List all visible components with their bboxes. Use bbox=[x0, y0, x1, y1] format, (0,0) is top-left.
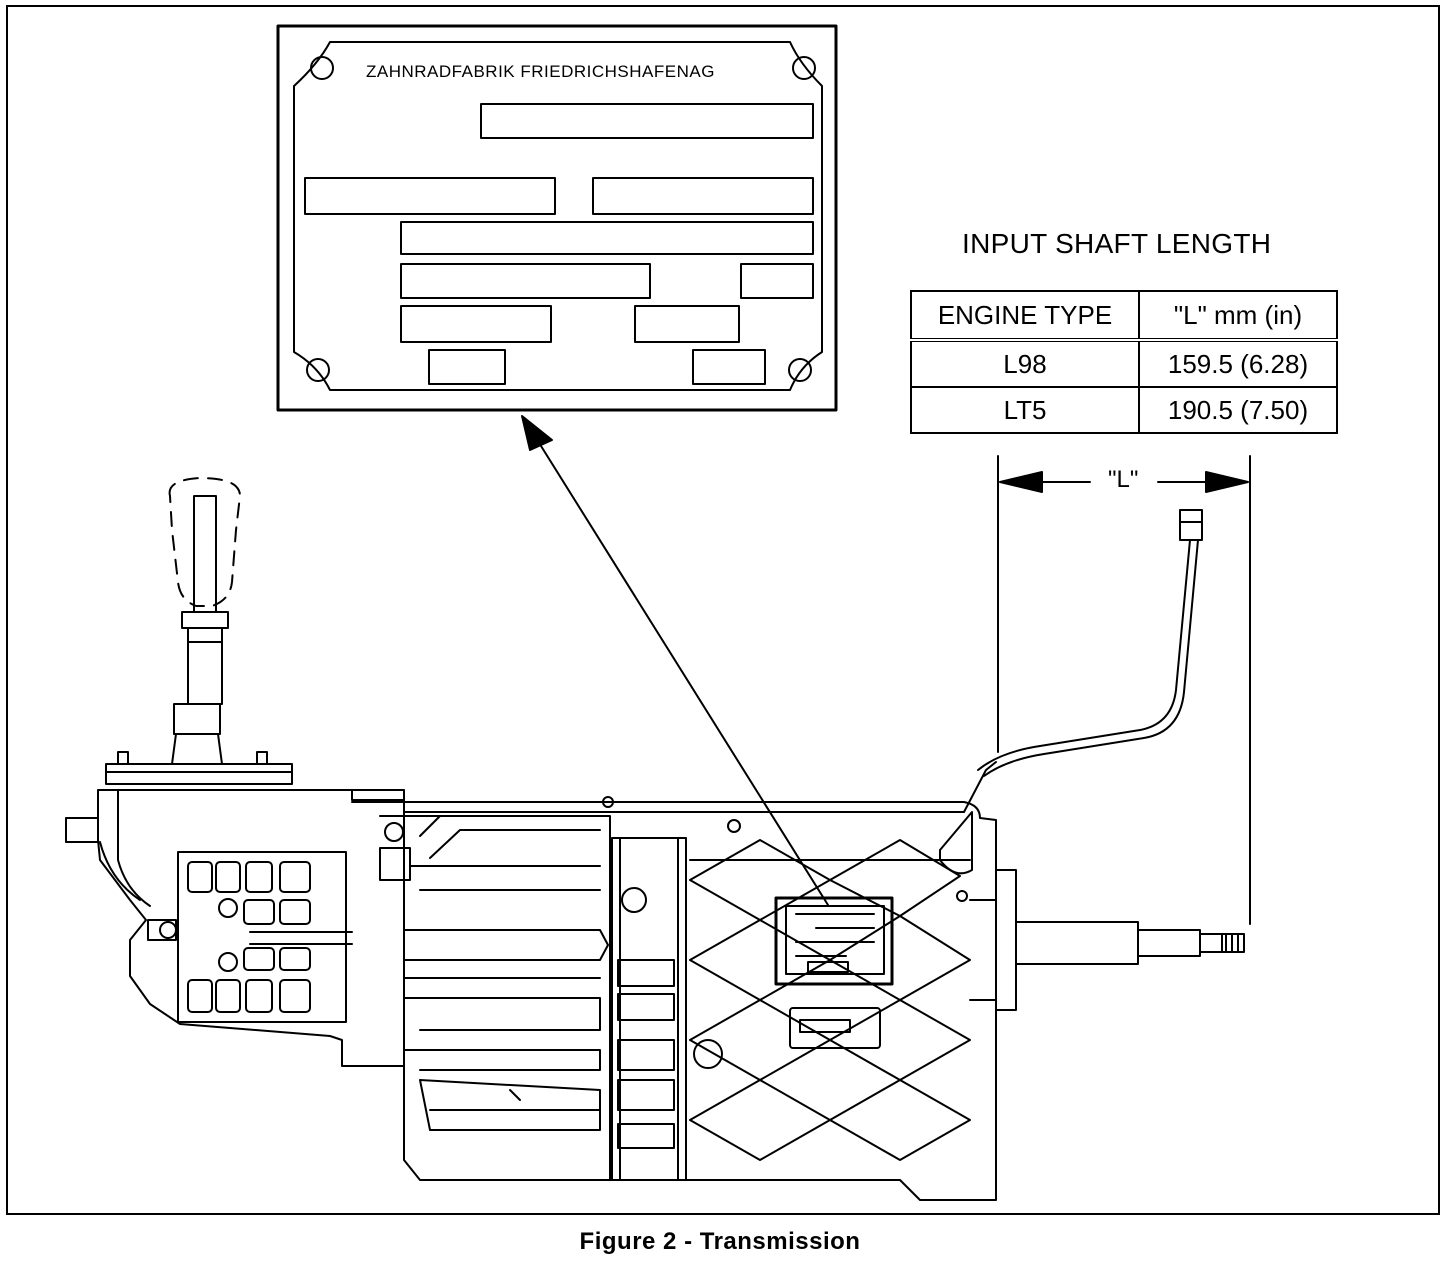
shift-plate-cells bbox=[187, 861, 311, 1013]
id-plate: ZAHNRADFABRIK FRIEDRICHSHAFENAG bbox=[276, 24, 838, 412]
shift-lever bbox=[168, 477, 241, 765]
plate-hole-icon bbox=[310, 56, 334, 80]
engine-type-cell: L98 bbox=[910, 339, 1140, 388]
plate-hole-icon bbox=[306, 358, 330, 382]
table-row: L98 159.5 (6.28) bbox=[910, 339, 1338, 388]
figure-frame bbox=[6, 5, 1440, 1215]
engine-type-cell: LT5 bbox=[910, 386, 1140, 434]
dimension-label: "L" bbox=[1108, 466, 1139, 493]
input-shaft-length-table: ENGINE TYPE "L" mm (in) L98 159.5 (6.28)… bbox=[910, 290, 1338, 434]
length-cell: 190.5 (7.50) bbox=[1138, 386, 1338, 434]
column-header-engine-type: ENGINE TYPE bbox=[910, 290, 1140, 342]
arrow-left-icon bbox=[999, 471, 1043, 493]
case-lattice bbox=[689, 839, 971, 1161]
arrowhead-icon bbox=[521, 415, 553, 451]
plate-hole-icon bbox=[792, 56, 816, 80]
spec-title: INPUT SHAFT LENGTH bbox=[962, 228, 1272, 259]
table-row: LT5 190.5 (7.50) bbox=[910, 386, 1338, 434]
plate-manufacturer: ZAHNRADFABRIK FRIEDRICHSHAFENAG bbox=[366, 62, 715, 81]
length-cell: 159.5 (6.28) bbox=[1138, 339, 1338, 388]
arrow-right-icon bbox=[1205, 471, 1249, 493]
table-header-row: ENGINE TYPE "L" mm (in) bbox=[910, 290, 1338, 342]
figure-caption: Figure 2 - Transmission bbox=[579, 1228, 861, 1255]
dimension-l bbox=[997, 455, 1251, 925]
transmission-case bbox=[65, 509, 1245, 1201]
column-header-length: "L" mm (in) bbox=[1138, 290, 1338, 342]
plate-pointer-arrow bbox=[521, 415, 829, 906]
plate-hole-icon bbox=[788, 358, 812, 382]
